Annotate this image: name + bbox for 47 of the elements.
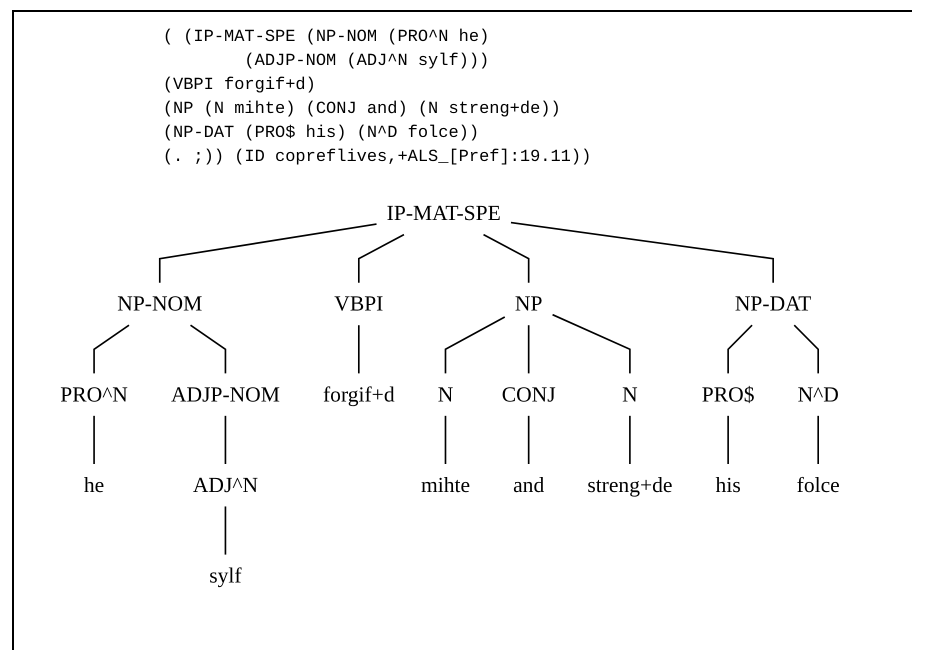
bracketed-parse-line: (. ;)) (ID copreflives,+ALS_[Pref]:19.11)) (162, 147, 592, 169)
connector (629, 416, 631, 464)
node-text: folce (796, 472, 840, 497)
connector (158, 223, 377, 283)
connector (817, 416, 819, 464)
node-text: PRO$ (702, 382, 754, 406)
node-text: forgif+d (323, 382, 395, 406)
node-text: ADJP-NOM (170, 382, 280, 406)
connector (552, 314, 631, 374)
connector (358, 234, 404, 283)
node-text: mihte (420, 472, 470, 497)
connector (444, 416, 446, 464)
node-text: his (716, 472, 741, 497)
connector (224, 506, 226, 555)
connector (444, 316, 506, 374)
node-text: N (438, 382, 454, 406)
bracketed-parse-line: (NP (N mihte) (CONJ and) (N streng+de)) (162, 99, 561, 121)
node-text: IP-MAT-SPE (386, 201, 501, 226)
connector (93, 416, 95, 464)
node-text: streng+de (587, 472, 672, 497)
connector (483, 234, 530, 283)
node-text: N (622, 382, 638, 406)
connector (727, 324, 753, 374)
node-text: PRO^N (60, 382, 128, 406)
node-text: CONJ (502, 382, 556, 406)
connector (358, 325, 360, 374)
connector (93, 324, 130, 374)
bracketed-parse-line: ( (IP-MAT-SPE (NP-NOM (PRO^N he) (162, 27, 490, 49)
bracketed-parse-line: (ADJP-NOM (ADJ^N sylf))) (244, 51, 490, 73)
bracketed-parse-line: (NP-DAT (PRO$ his) (N^D folce)) (162, 123, 480, 145)
connector (727, 416, 729, 464)
node-text: sylf (209, 563, 242, 588)
connector (794, 324, 819, 374)
connector (528, 325, 530, 374)
node-text: NP-NOM (117, 292, 202, 316)
node-text: NP-DAT (734, 292, 812, 316)
node-text: ADJ^N (192, 472, 258, 497)
node-text: NP (514, 292, 542, 316)
node-text: he (84, 472, 104, 497)
connector (528, 416, 530, 464)
node-text: VBPI (334, 292, 384, 316)
connector (190, 324, 226, 374)
connector (224, 416, 226, 464)
node-text: N^D (798, 382, 839, 406)
node-text: and (513, 472, 544, 497)
connector (510, 222, 774, 283)
bracketed-parse-line: (VBPI forgif+d) (162, 75, 316, 97)
